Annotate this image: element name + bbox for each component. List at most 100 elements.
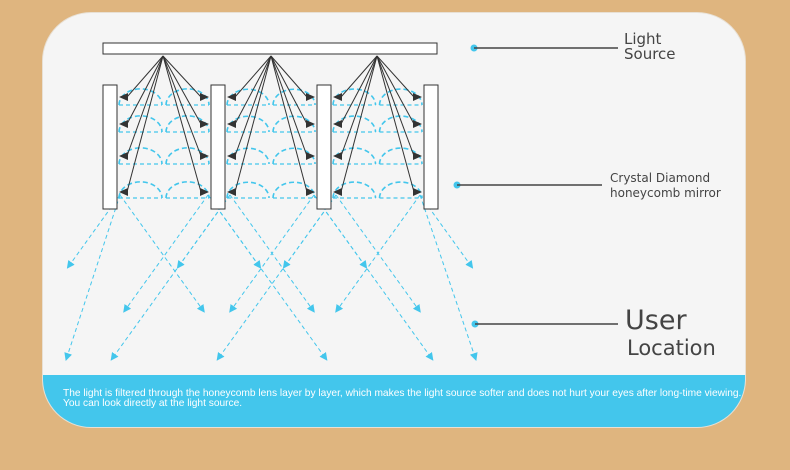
source-ray	[376, 55, 415, 157]
source-ray	[234, 55, 272, 157]
source-ray	[270, 55, 308, 98]
source-ray	[270, 55, 308, 193]
ray-arrowhead	[119, 120, 128, 128]
ray-arrowhead	[413, 152, 422, 160]
output-ray	[229, 194, 315, 313]
light-source-label: Light Source	[624, 32, 676, 62]
honeycomb-arc	[226, 147, 270, 165]
source-ray	[126, 55, 164, 125]
honeycomb-arc	[165, 115, 210, 133]
source-ray	[270, 55, 308, 125]
light-source-label-line2: Source	[624, 45, 676, 63]
ray-arrowhead	[119, 152, 128, 160]
location-label: Location	[627, 336, 716, 360]
honeycomb-arc	[118, 115, 163, 133]
ray-arrowhead	[333, 188, 342, 196]
source-ray	[340, 55, 378, 157]
source-ray	[234, 55, 272, 125]
source-ray	[376, 55, 415, 193]
source-ray	[340, 55, 378, 125]
ray-arrowhead	[333, 120, 342, 128]
honeycomb-arc	[118, 88, 163, 106]
source-ray	[126, 55, 164, 193]
ray-arrowhead	[413, 93, 422, 101]
callout-lines	[453, 44, 618, 328]
output-ray	[216, 194, 337, 361]
diagram-card: The light is filtered through the honeyc…	[43, 13, 745, 427]
ray-arrowhead	[333, 152, 342, 160]
ray-arrowhead	[306, 152, 315, 160]
honeycomb-arc	[378, 147, 423, 165]
mirror-label-line1: Crystal Diamond	[610, 171, 711, 185]
light-source-bar	[102, 42, 438, 55]
ray-arrowhead	[413, 120, 422, 128]
honeycomb-arc	[272, 147, 316, 165]
ray-arrowhead	[227, 152, 236, 160]
source-ray	[126, 55, 164, 157]
honeycomb-arc	[378, 115, 423, 133]
user-label: User	[625, 305, 687, 336]
output-rays	[64, 194, 478, 361]
honeycomb-arc	[272, 88, 316, 106]
honeycomb-arc	[332, 147, 377, 165]
source-ray	[162, 55, 202, 125]
honeycomb-arc	[118, 147, 163, 165]
mirror-label-line2: honeycomb mirror	[610, 186, 721, 200]
caption-text: The light is filtered through the honeyc…	[63, 388, 742, 409]
source-ray	[162, 55, 202, 193]
honeycomb-arc	[226, 88, 270, 106]
source-ray	[340, 55, 378, 193]
output-ray	[207, 194, 328, 361]
ray-arrowhead	[333, 93, 342, 101]
honeycomb-arc	[332, 88, 377, 106]
ray-arrowhead	[200, 152, 209, 160]
ray-arrowhead	[119, 93, 128, 101]
source-ray	[376, 55, 415, 125]
source-ray	[270, 55, 308, 157]
honeycomb-arc	[226, 181, 270, 199]
caption-bar: The light is filtered through the honeyc…	[43, 375, 745, 427]
output-ray	[64, 194, 121, 361]
mirror-label: Crystal Diamond honeycomb mirror	[610, 171, 721, 201]
mirror-pillars	[102, 84, 439, 210]
ray-arrowhead	[200, 120, 209, 128]
honeycomb-arc	[332, 115, 377, 133]
output-ray	[313, 194, 434, 361]
mirror-pillar	[102, 84, 118, 210]
honeycomb-arcs	[118, 88, 423, 199]
ray-arrowhead	[227, 93, 236, 101]
source-ray	[234, 55, 272, 193]
output-ray	[110, 194, 231, 361]
honeycomb-arc	[378, 88, 423, 106]
ray-arrowhead	[227, 120, 236, 128]
ray-arrowhead	[306, 188, 315, 196]
light-source-label-line1: Light	[624, 30, 662, 48]
mirror-pillar	[423, 84, 439, 210]
honeycomb-arc	[165, 147, 210, 165]
ray-arrowhead	[306, 120, 315, 128]
ray-arrowhead	[200, 93, 209, 101]
source-ray	[162, 55, 202, 157]
honeycomb-arc	[165, 88, 210, 106]
ray-arrowhead	[227, 188, 236, 196]
output-ray	[335, 194, 421, 313]
ray-arrowhead	[306, 93, 315, 101]
source-ray	[376, 55, 415, 98]
ray-arrowhead	[119, 188, 128, 196]
output-ray	[123, 194, 209, 313]
honeycomb-arc	[272, 115, 316, 133]
mirror-pillar	[210, 84, 226, 210]
source-ray	[126, 55, 164, 98]
honeycomb-arc	[118, 181, 163, 199]
honeycomb-arc	[226, 115, 270, 133]
output-ray	[419, 194, 478, 361]
source-ray	[162, 55, 202, 98]
source-ray	[340, 55, 378, 98]
source-rays	[119, 55, 422, 196]
source-ray	[234, 55, 272, 98]
ray-arrowhead	[413, 188, 422, 196]
mirror-pillar	[316, 84, 332, 210]
output-ray	[119, 194, 205, 313]
honeycomb-arc	[332, 181, 377, 199]
